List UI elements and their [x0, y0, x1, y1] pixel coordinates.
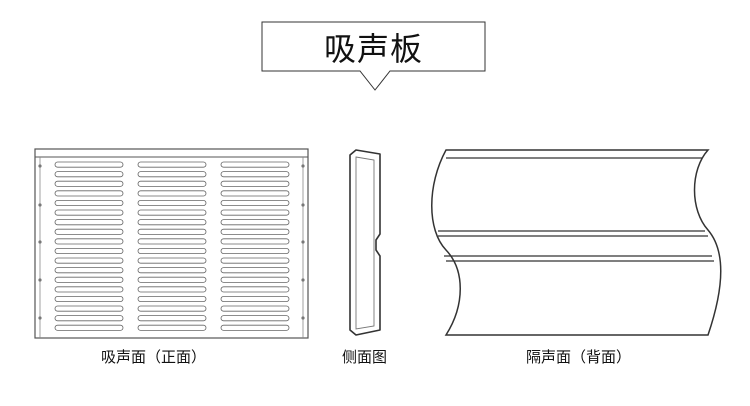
- louvre-slot: [137, 199, 207, 206]
- fixing-dot: [301, 316, 305, 320]
- louvre-slot: [220, 267, 290, 274]
- louvre-slot: [54, 180, 124, 187]
- louvre-slot: [137, 161, 207, 168]
- louvre-slot: [220, 315, 290, 322]
- louvre-slot: [137, 257, 207, 264]
- louvre-slot: [220, 286, 290, 293]
- louvre-slot: [137, 315, 207, 322]
- louvre-slot: [137, 228, 207, 235]
- louvre-slot: [137, 286, 207, 293]
- diagram-title: 吸声板: [323, 29, 423, 68]
- title-callout-box: [261, 21, 486, 91]
- louvre-slot: [220, 247, 290, 254]
- louvre-slot: [137, 180, 207, 187]
- louvre-slot: [220, 161, 290, 168]
- front-view-panel: [34, 148, 309, 339]
- louvre-slot: [54, 199, 124, 206]
- fixing-dot: [38, 240, 42, 244]
- louvre-slot: [220, 199, 290, 206]
- side-profile-outline: [349, 149, 381, 336]
- fixing-dot: [301, 164, 305, 168]
- louvre-slot: [54, 286, 124, 293]
- side-profile-inner-line: [355, 156, 375, 330]
- louvre-slot: [220, 295, 290, 302]
- louvre-slot: [220, 190, 290, 197]
- front-screw-group: [38, 164, 305, 320]
- louvre-slot: [54, 257, 124, 264]
- louvre-slot: [220, 209, 290, 216]
- louvre-slot: [220, 171, 290, 178]
- fixing-dot: [38, 203, 42, 207]
- louvre-slot: [54, 228, 124, 235]
- side-view-profile: [349, 149, 381, 336]
- louvre-slot: [137, 295, 207, 302]
- front-view-caption: 吸声面（正面）: [101, 348, 207, 366]
- back-view-panel: [431, 149, 722, 336]
- louvre-slot: [54, 276, 124, 283]
- louvre-slot: [54, 295, 124, 302]
- louvre-slot: [137, 267, 207, 274]
- louvre-slot: [220, 228, 290, 235]
- front-slot-group: [54, 161, 290, 331]
- louvre-slot: [220, 257, 290, 264]
- louvre-slot: [137, 324, 207, 331]
- back-view-caption: 隔声面（背面）: [526, 348, 632, 366]
- louvre-slot: [54, 315, 124, 322]
- louvre-slot: [220, 219, 290, 226]
- louvre-slot: [220, 305, 290, 312]
- louvre-slot: [54, 161, 124, 168]
- louvre-slot: [54, 267, 124, 274]
- louvre-slot: [137, 238, 207, 245]
- fixing-dot: [301, 278, 305, 282]
- louvre-slot: [137, 209, 207, 216]
- fixing-dot: [301, 203, 305, 207]
- louvre-slot: [220, 238, 290, 245]
- fixing-dot: [301, 240, 305, 244]
- fixing-dot: [38, 278, 42, 282]
- louvre-slot: [137, 190, 207, 197]
- louvre-slot: [54, 190, 124, 197]
- louvre-slot: [220, 276, 290, 283]
- louvre-slot: [54, 209, 124, 216]
- louvre-slot: [137, 171, 207, 178]
- louvre-slot: [137, 247, 207, 254]
- louvre-slot: [220, 180, 290, 187]
- louvre-slot: [54, 305, 124, 312]
- louvre-slot: [54, 247, 124, 254]
- louvre-slot: [54, 171, 124, 178]
- louvre-slot: [220, 324, 290, 331]
- louvre-slot: [54, 324, 124, 331]
- side-view-caption: 侧面图: [342, 348, 388, 366]
- fixing-dot: [38, 316, 42, 320]
- louvre-slot: [54, 219, 124, 226]
- louvre-slot: [137, 305, 207, 312]
- louvre-slot: [137, 219, 207, 226]
- louvre-slot: [54, 238, 124, 245]
- louvre-slot: [137, 276, 207, 283]
- fixing-dot: [38, 164, 42, 168]
- back-panel-outline: [431, 149, 722, 336]
